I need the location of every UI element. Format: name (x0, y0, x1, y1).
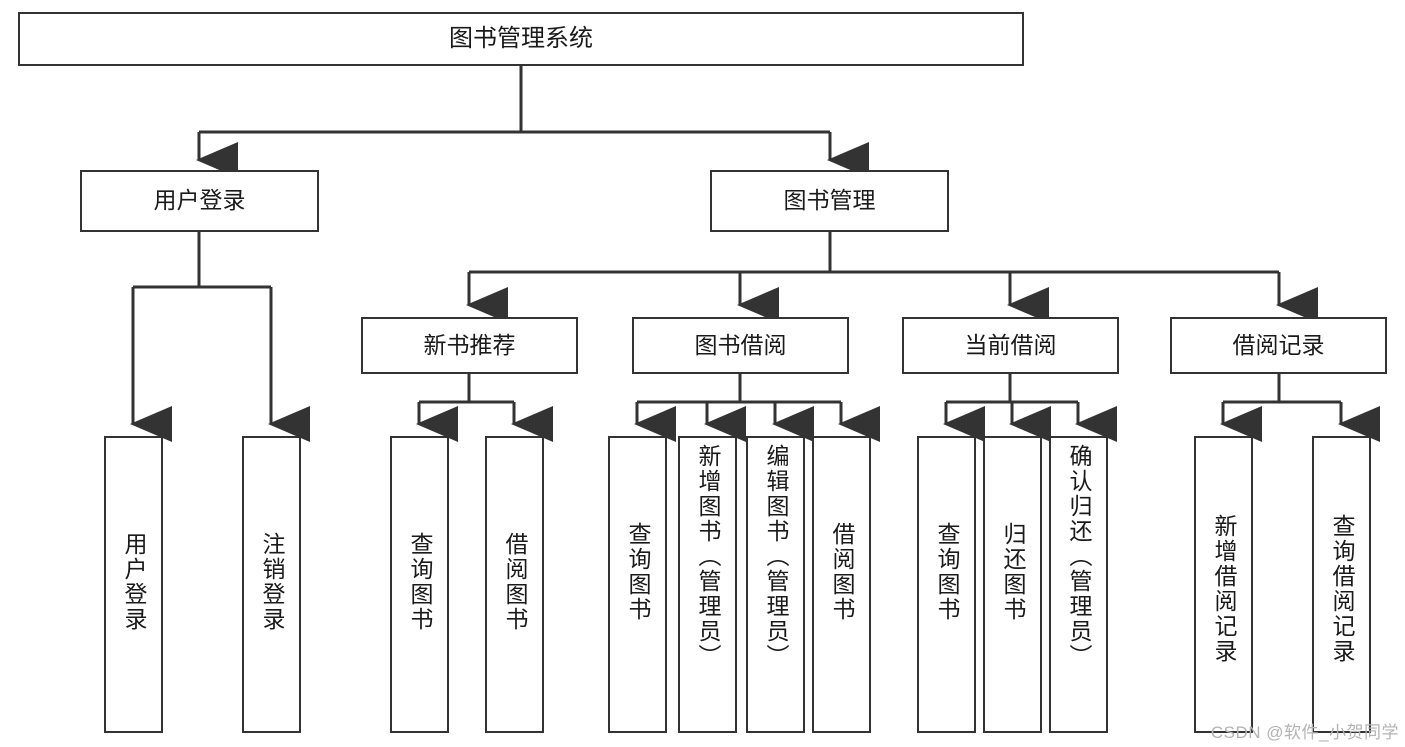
node-label: 新增借阅记录 (1211, 514, 1237, 664)
node-current-borrow[interactable]: 当前借阅 (902, 317, 1119, 374)
node-label: 查询借阅记录 (1329, 514, 1355, 664)
node-label: 用户登录 (153, 187, 246, 214)
leaf-current-borrow-query[interactable]: 查询图书 (917, 436, 976, 733)
node-label: 图书管理系统 (449, 24, 593, 52)
node-label: 查询图书 (625, 522, 651, 622)
leaf-user-login-login[interactable]: 用户登录 (104, 436, 163, 733)
leaf-new-book-query[interactable]: 查询图书 (390, 436, 449, 733)
leaf-book-borrow-add[interactable]: 新增图书（管理员） (678, 436, 737, 733)
leaf-book-borrow-edit[interactable]: 编辑图书（管理员） (746, 436, 805, 733)
leaf-book-borrow-query[interactable]: 查询图书 (608, 436, 667, 733)
node-label: 注销登录 (259, 532, 285, 632)
node-user-login[interactable]: 用户登录 (80, 170, 319, 232)
leaf-user-login-logout[interactable]: 注销登录 (242, 436, 301, 733)
leaf-new-book-borrow[interactable]: 借阅图书 (485, 436, 544, 733)
leaf-current-borrow-return[interactable]: 归还图书 (983, 436, 1042, 733)
leaf-current-borrow-confirm-return[interactable]: 确认归还（管理员） (1049, 436, 1108, 733)
node-label: 图书借阅 (694, 331, 787, 358)
leaf-borrow-record-add[interactable]: 新增借阅记录 (1194, 436, 1253, 733)
node-label: 借阅记录 (1232, 331, 1325, 358)
node-book-management[interactable]: 图书管理 (710, 170, 949, 232)
node-root-system[interactable]: 图书管理系统 (18, 12, 1024, 66)
node-label: 查询图书 (934, 522, 960, 622)
node-label: 查询图书 (407, 532, 433, 632)
node-label: 编辑图书（管理员） (763, 444, 789, 669)
node-label: 借阅图书 (502, 532, 528, 632)
node-label: 归还图书 (1000, 522, 1026, 622)
node-borrow-record[interactable]: 借阅记录 (1170, 317, 1387, 374)
node-label: 确认归还（管理员） (1066, 444, 1092, 669)
node-label: 当前借阅 (964, 331, 1057, 358)
node-label: 新书推荐 (423, 331, 516, 358)
node-label: 图书管理 (783, 187, 876, 214)
leaf-book-borrow-borrow[interactable]: 借阅图书 (812, 436, 871, 733)
node-label: 新增图书（管理员） (695, 444, 721, 669)
node-label: 借阅图书 (829, 522, 855, 622)
node-book-borrow[interactable]: 图书借阅 (632, 317, 849, 374)
node-new-book-recommend[interactable]: 新书推荐 (361, 317, 578, 374)
node-label: 用户登录 (121, 532, 147, 632)
leaf-borrow-record-query[interactable]: 查询借阅记录 (1312, 436, 1371, 733)
